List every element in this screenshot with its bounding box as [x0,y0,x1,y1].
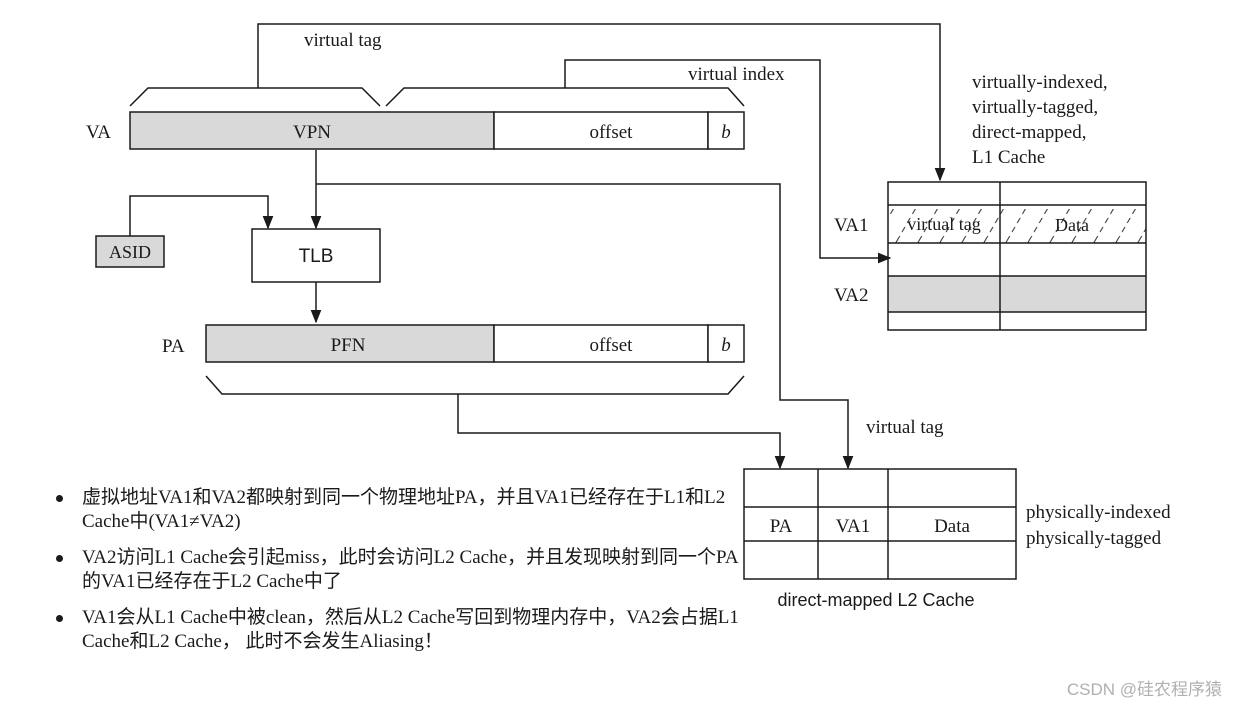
l1-caption-line-1: virtually-indexed, [972,72,1108,93]
l2-cell-data: Data [934,516,970,537]
explanation-text: VA1会从L1 Cache中被clean，然后从L2 Cache写回到物理内存中… [82,607,739,652]
pa-b-label: b [721,335,731,356]
virtual-tag-wire [257,23,946,182]
explanation-list: 虚拟地址VA1和VA2都映射到同一个物理地址PA，并且VA1已经存在于L1和L2… [48,486,748,666]
vpn-to-l2-wire [316,183,854,470]
l1-row-va2: VA2 [834,285,869,306]
va-offset-label: offset [590,122,634,143]
l1-frame [887,181,1147,331]
explanation-item: VA2访问L1 Cache会引起miss，此时会访问L2 Cache，并且发现映… [48,546,748,594]
explanation-text: 虚拟地址VA1和VA2都映射到同一个物理地址PA，并且VA1已经存在于L1和L2… [82,487,726,532]
watermark: CSDN @硅农程序猿 [1066,680,1222,699]
virtual-index-label: virtual index [688,64,785,85]
l1-caption-line-2: virtually-tagged, [972,97,1098,118]
l1-caption-line-4: L1 Cache [972,147,1045,168]
l1-cell-data: Data [1055,215,1089,235]
pa-register: PA PFN offset b [162,324,745,363]
asid-label: ASID [109,242,151,262]
l2-cache: virtual tag PA VA1 Data physically-index… [743,417,1171,610]
virtual-index-wire [564,59,892,264]
va-label: VA [86,122,111,143]
pfn-field [205,324,495,363]
va-offset-field [493,111,709,150]
pa-brace [205,375,745,395]
vpn-field [129,111,495,150]
pa-offset-field [493,324,709,363]
l1-row-va1: VA1 [834,215,869,236]
l1-va1-hatch [888,205,1146,243]
l1-cell-tag: virtual tag [907,214,980,234]
vpn-label: VPN [293,122,331,143]
pa-b-field [707,324,745,363]
tlb-box: TLB [251,228,381,283]
bullet-dot [56,555,63,562]
l2-caption: direct-mapped L2 Cache [777,590,974,610]
virtual-tag-top-label: virtual tag [304,30,382,51]
pa-label: PA [162,336,185,357]
l2-cell-pa: PA [770,516,793,537]
l2-side-line-1: physically-indexed [1026,502,1171,523]
asid-to-tlb-wire [129,195,274,236]
bullet-dot [56,615,63,622]
pa-offset-label: offset [590,335,634,356]
offset-brace [385,87,745,107]
pfn-label: PFN [331,335,366,356]
l2-side-line-2: physically-tagged [1026,528,1162,549]
virtual-tag-l2-label: virtual tag [866,417,944,438]
va-b-field [707,111,745,150]
bullet-dot [56,495,63,502]
explanation-item: VA1会从L1 Cache中被clean，然后从L2 Cache写回到物理内存中… [48,606,748,654]
pa-to-l2-wire [457,394,786,470]
explanation-item: 虚拟地址VA1和VA2都映射到同一个物理地址PA，并且VA1已经存在于L1和L2… [48,486,748,534]
va-register: VA VPN offset b [86,111,745,150]
l2-cell-va1: VA1 [836,516,871,537]
l1-cache: virtually-indexed, virtually-tagged, dir… [834,72,1147,331]
l1-va2-row [888,276,1146,312]
vpn-brace [129,87,381,107]
asid-box: ASID [95,235,165,268]
tlb-label: TLB [299,246,334,267]
l1-caption-line-3: direct-mapped, [972,122,1086,143]
l2-frame [743,468,1017,580]
va-b-label: b [721,122,731,143]
explanation-text: VA2访问L1 Cache会引起miss，此时会访问L2 Cache，并且发现映… [82,547,739,592]
